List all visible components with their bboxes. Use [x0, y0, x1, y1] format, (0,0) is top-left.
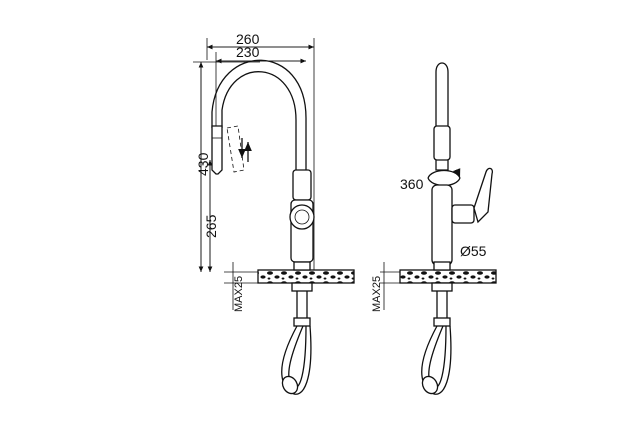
width-dimension-260: 260: [206, 31, 315, 275]
hose-loop-front: [281, 325, 312, 395]
max-thickness-dimension-side: MAX25: [371, 262, 400, 312]
pull-down-arrows: [238, 138, 252, 162]
dim-label-230: 230: [236, 44, 260, 60]
countertop-side: [399, 269, 497, 284]
mounting-assembly-front: [291, 282, 313, 327]
dim-label-260: 260: [236, 31, 260, 47]
height-dimension-265: 265: [203, 160, 219, 272]
side-view: MAX25 360 Ø55: [371, 62, 497, 395]
faucet-body-side: [431, 167, 494, 271]
dim-label-max25-side: MAX25: [371, 276, 383, 312]
gooseneck-spout: [211, 59, 307, 175]
spout-side: [433, 62, 451, 171]
hose-loop-side: [421, 325, 452, 395]
max-thickness-dimension-front: MAX25: [224, 262, 258, 312]
dim-label-max25-front: MAX25: [233, 276, 245, 312]
dim-label-360: 360: [400, 176, 424, 192]
dim-label-265: 265: [203, 214, 219, 238]
height-dimension-430: 430: [193, 61, 260, 272]
countertop-front: [257, 269, 355, 284]
mounting-assembly-side: [431, 282, 453, 327]
dim-label-diameter-55: Ø55: [460, 243, 487, 259]
reach-dimension-230: 230: [215, 44, 306, 130]
faucet-body-front: [289, 169, 315, 271]
dim-label-430: 430: [195, 152, 211, 176]
front-view: 260 230 430 265 MAX25: [193, 31, 355, 395]
